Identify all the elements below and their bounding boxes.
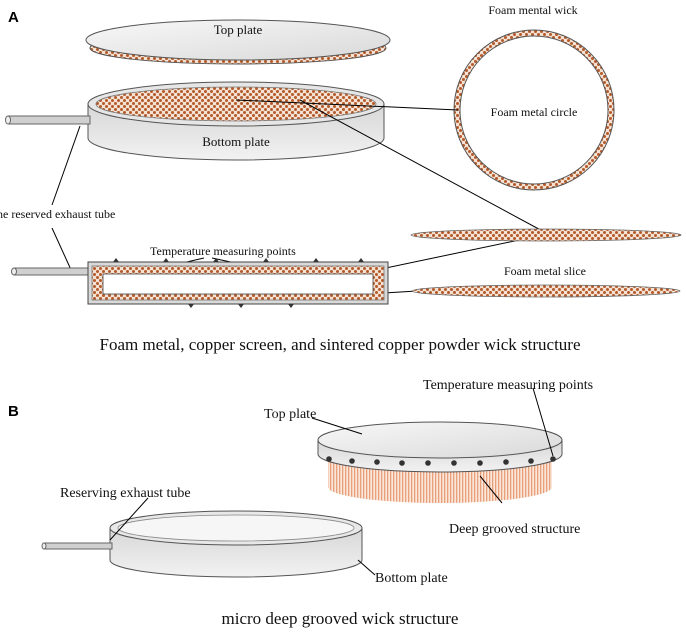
top-plate-disk — [85, 19, 391, 65]
cross-section — [11, 258, 389, 308]
caption-b: micro deep grooved wick structure — [222, 609, 459, 628]
exhaust-tube-label-a: he reserved exhaust tube — [0, 207, 115, 221]
top-plate-label: Top plate — [214, 22, 263, 37]
foam-wick-label: Foam mental wick — [488, 3, 577, 17]
exhaust-tube-b — [41, 542, 113, 550]
leader-lines-b — [109, 387, 554, 576]
panel-b-letter: B — [8, 403, 19, 420]
leader-lines-a — [51, 99, 549, 294]
temperature-points-label-a: Temperature measuring points — [150, 244, 296, 258]
panel-a-letter: A — [8, 9, 19, 26]
foam-metal-slice-upper — [410, 228, 682, 242]
exhaust-tube-label-b: Reserving exhaust tube — [60, 486, 191, 501]
temperature-points-label-b: Temperature measuring points — [423, 378, 593, 393]
grooved-plate — [317, 421, 563, 503]
top-plate-label-b: Top plate — [264, 407, 316, 422]
foam-metal-circle — [453, 29, 615, 191]
bottom-plate-b — [109, 510, 363, 578]
foam-metal-slice-lower — [411, 284, 681, 298]
temperature-measuring-points-b — [326, 456, 556, 466]
exhaust-tube-a — [5, 115, 91, 125]
bottom-plate-label: Bottom plate — [202, 134, 270, 149]
foam-slice-label: Foam metal slice — [504, 264, 586, 278]
deep-grooved-label: Deep grooved structure — [449, 522, 580, 537]
bottom-plate-cylinder — [87, 81, 385, 161]
bottom-plate-label-b: Bottom plate — [375, 571, 448, 586]
foam-circle-label: Foam metal circle — [491, 105, 578, 119]
caption-a: Foam metal, copper screen, and sintered … — [99, 335, 580, 354]
